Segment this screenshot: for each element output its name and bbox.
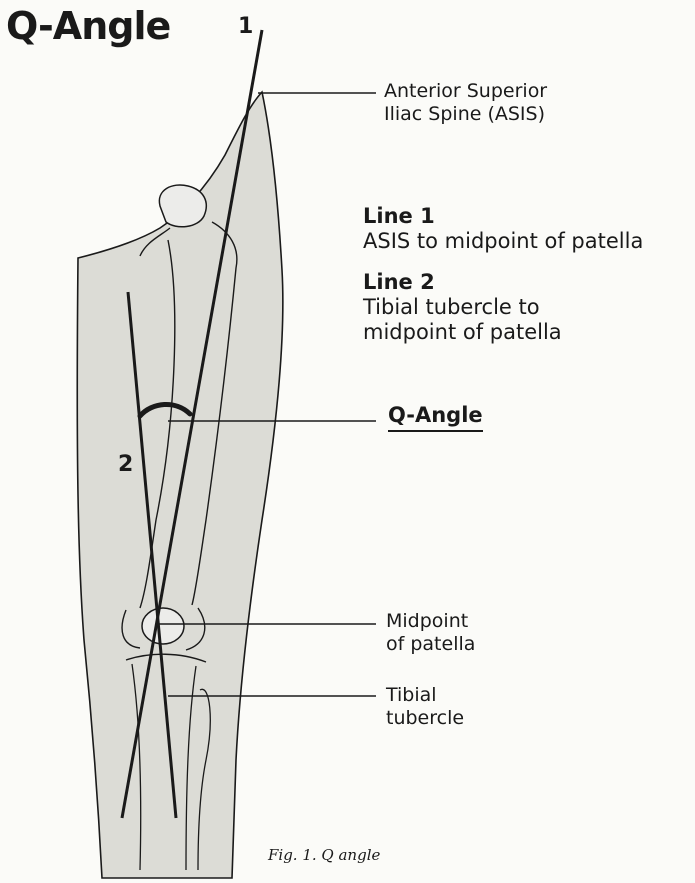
midpoint-callout-line-2: of patella	[386, 633, 475, 656]
tibial-callout-line-2: tubercle	[386, 707, 464, 730]
line-2-text-1: Tibial tubercle to	[363, 295, 562, 320]
line-1-text: ASIS to midpoint of patella	[363, 229, 643, 254]
line-1-heading: Line 1	[363, 204, 643, 229]
line-2-definition: Line 2 Tibial tubercle to midpoint of pa…	[363, 270, 562, 345]
line-2-marker: 2	[118, 452, 133, 477]
midpoint-callout: Midpoint of patella	[386, 610, 475, 656]
femoral-head	[159, 185, 206, 227]
asis-callout-line-2: Iliac Spine (ASIS)	[384, 103, 547, 126]
midpoint-callout-line-1: Midpoint	[386, 610, 475, 633]
q-angle-label: Q-Angle	[388, 403, 483, 432]
line-1-definition: Line 1 ASIS to midpoint of patella	[363, 204, 643, 254]
patella	[142, 608, 184, 644]
figure-caption: Fig. 1. Q angle	[268, 846, 380, 864]
line-2-heading: Line 2	[363, 270, 562, 295]
asis-callout-line-1: Anterior Superior	[384, 80, 547, 103]
tibial-callout-line-1: Tibial	[386, 684, 464, 707]
tibial-callout: Tibial tubercle	[386, 684, 464, 730]
line-1-marker: 1	[238, 14, 253, 39]
asis-callout: Anterior Superior Iliac Spine (ASIS)	[384, 80, 547, 126]
line-2-text-2: midpoint of patella	[363, 320, 562, 345]
